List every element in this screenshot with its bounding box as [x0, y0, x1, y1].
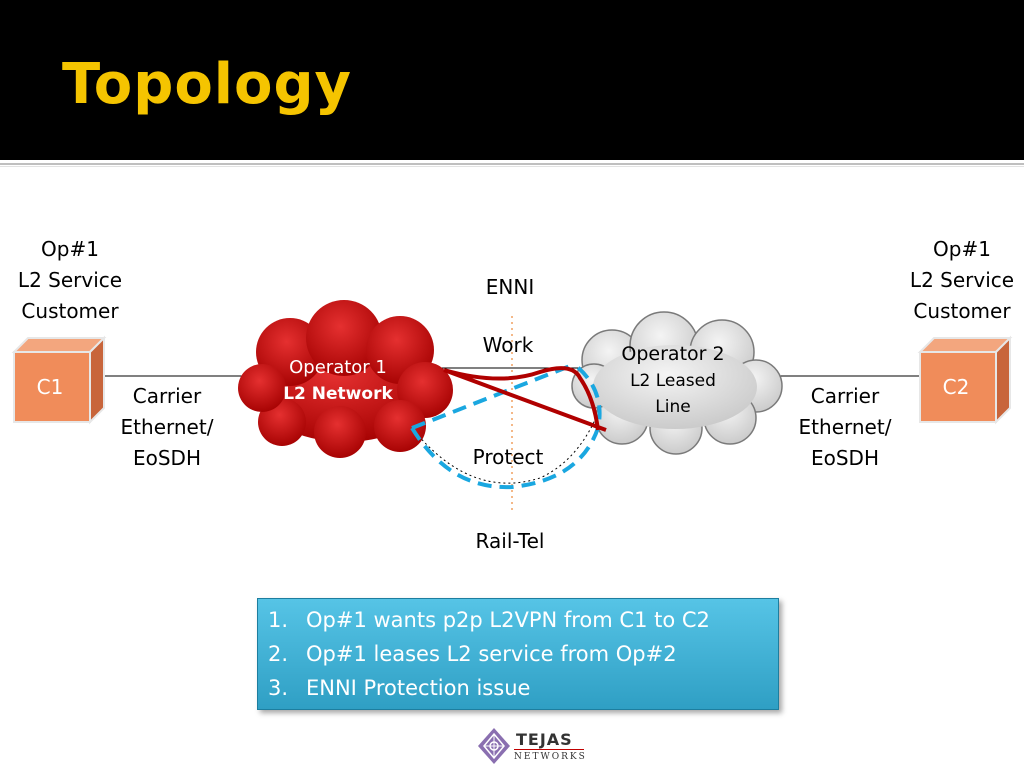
notes-item-text: Op#1 leases L2 service from Op#2	[306, 642, 677, 666]
operator1-line1: Operator 1	[289, 357, 387, 378]
protect-arc-thin	[411, 419, 596, 484]
customer-right-label: Op#1 L2 Service Customer	[896, 234, 1024, 327]
railtel-label: Rail-Tel	[475, 529, 545, 553]
customer-left-label: Op#1 L2 Service Customer	[4, 234, 136, 327]
notes-list: 1. Op#1 wants p2p L2VPN from C1 to C2 2. O…	[258, 599, 778, 705]
tejas-logo-sub: NETWORKS	[514, 752, 587, 762]
notes-item: 2. Op#1 leases L2 service from Op#2	[258, 637, 778, 671]
work-path	[443, 366, 607, 432]
customer-right-line3: Customer	[913, 299, 1011, 323]
title-divider	[0, 163, 1024, 165]
carrier-right-line3: EoSDH	[810, 446, 879, 470]
title-bar	[0, 0, 1024, 160]
work-label: Work	[482, 333, 534, 357]
c2-label: C2	[943, 375, 970, 399]
operator1-label: Operator 1 L2 Network	[268, 354, 408, 408]
operator2-label: Operator 2 L2 Leased Line	[598, 340, 748, 420]
tejas-logo-name: TEJAS	[516, 730, 573, 749]
carrier-right-line1: Carrier	[810, 384, 880, 408]
customer-right-line2: L2 Service	[909, 268, 1015, 292]
notes-item-number: 1.	[268, 608, 289, 632]
tejas-logo-rule	[514, 749, 584, 750]
customer-right-line1: Op#1	[933, 237, 991, 261]
carrier-left-line1: Carrier	[132, 384, 202, 408]
carrier-right-line2: Ethernet/	[798, 415, 892, 439]
slide-title: Topology	[62, 52, 353, 117]
carrier-left-line2: Ethernet/	[120, 415, 214, 439]
operator1-line2: L2 Network	[283, 384, 393, 404]
notes-box: 1. Op#1 wants p2p L2VPN from C1 to C2 2. O…	[257, 598, 779, 710]
carrier-left-label: Carrier Ethernet/ EoSDH	[106, 381, 228, 474]
enni-label: ENNI	[485, 275, 535, 299]
customer-left-line3: Customer	[21, 299, 119, 323]
customer-left-line2: L2 Service	[17, 268, 123, 292]
c2-box	[917, 335, 1013, 425]
tejas-logo: TEJAS NETWORKS	[476, 724, 606, 768]
operator2-line3: Line	[655, 397, 691, 417]
operator1-cloud	[238, 300, 453, 458]
notes-item-number: 3.	[268, 676, 289, 700]
notes-item-text: ENNI Protection issue	[306, 676, 531, 700]
c1-label: C1	[37, 375, 64, 399]
protect-path	[410, 362, 602, 490]
carrier-right-label: Carrier Ethernet/ EoSDH	[782, 381, 908, 474]
tejas-logo-icon	[478, 728, 510, 764]
operator2-line2: L2 Leased	[630, 371, 716, 391]
notes-item-number: 2.	[268, 642, 289, 666]
customer-left-line1: Op#1	[41, 237, 99, 261]
title-divider-light	[0, 166, 1024, 167]
protect-label: Protect	[472, 445, 544, 469]
operator2-cloud-fill	[593, 345, 757, 429]
c1-box	[11, 335, 107, 425]
notes-item: 1. Op#1 wants p2p L2VPN from C1 to C2	[258, 603, 778, 637]
operator2-line1: Operator 2	[621, 343, 725, 365]
notes-item-text: Op#1 wants p2p L2VPN from C1 to C2	[306, 608, 710, 632]
notes-item: 3. ENNI Protection issue	[258, 671, 778, 705]
carrier-left-line3: EoSDH	[132, 446, 201, 470]
